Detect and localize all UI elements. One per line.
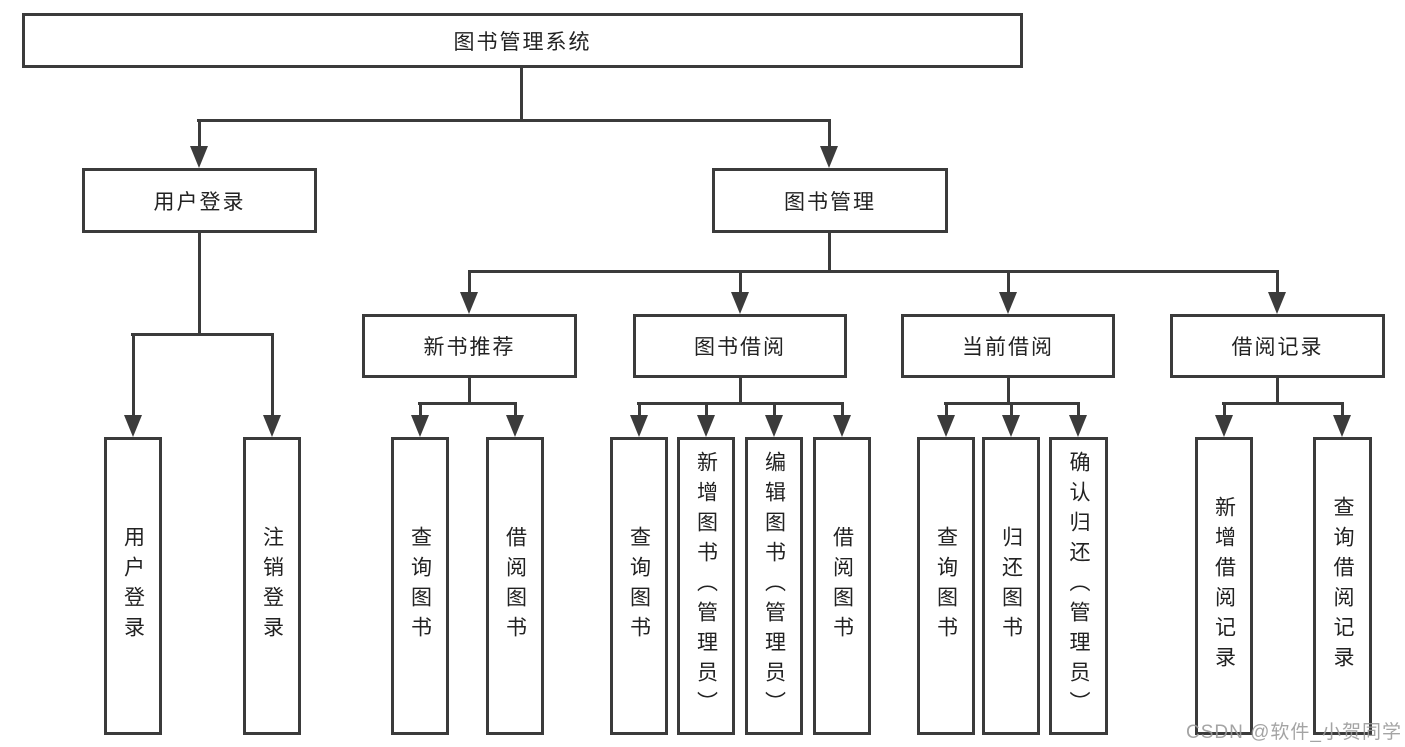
arrow-down-icon	[731, 292, 749, 314]
connector-line-vertical	[1009, 402, 1013, 419]
arrow-down-icon	[460, 292, 478, 314]
leaf-user-login: 用户登录	[104, 437, 162, 735]
connector-line-vertical	[772, 402, 776, 419]
node-book-borrowing: 图书借阅	[633, 314, 847, 378]
connector-line-vertical	[1275, 378, 1279, 405]
node-label: 图书借阅	[694, 336, 786, 359]
arrow-down-icon	[820, 146, 838, 168]
node-label: 图书管理系统	[453, 30, 592, 54]
arrow-down-icon	[999, 292, 1017, 314]
node-library-management-system: 图书管理系统	[22, 13, 1023, 68]
arrow-down-icon	[1002, 415, 1020, 437]
connector-line-vertical	[197, 119, 201, 151]
arrow-down-icon	[1069, 415, 1087, 437]
leaf-query-book-current: 查询图书	[917, 437, 975, 735]
leaf-add-book-admin: 新增图书（管理员）	[677, 437, 735, 735]
arrow-down-icon	[263, 415, 281, 437]
connector-line-horizontal	[944, 402, 1080, 405]
leaf-edit-book-admin: 编辑图书（管理员）	[745, 437, 803, 735]
node-label: 图书管理	[784, 190, 876, 214]
connector-line-vertical	[738, 378, 742, 405]
node-borrow-records: 借阅记录	[1170, 314, 1385, 378]
leaf-return-book: 归还图书	[982, 437, 1040, 735]
connector-line-vertical	[1275, 270, 1279, 298]
arrow-down-icon	[124, 415, 142, 437]
connector-line-horizontal	[468, 270, 1279, 273]
node-label: 确认归还（管理员）	[1067, 451, 1090, 721]
arrow-down-icon	[1333, 415, 1351, 437]
node-label: 注销登录	[260, 526, 284, 646]
arrow-down-icon	[937, 415, 955, 437]
connector-line-horizontal	[131, 333, 274, 336]
leaf-borrow-book-recommend: 借阅图书	[486, 437, 544, 735]
arrow-down-icon	[411, 415, 429, 437]
arrow-down-icon	[1215, 415, 1233, 437]
connector-line-horizontal	[197, 119, 831, 122]
node-label: 查询图书	[627, 526, 651, 646]
connector-line-vertical	[467, 378, 471, 405]
node-label: 查询借阅记录	[1331, 496, 1354, 676]
connector-line-vertical	[418, 402, 422, 419]
arrow-down-icon	[1268, 292, 1286, 314]
leaf-logout: 注销登录	[243, 437, 301, 735]
connector-line-vertical	[270, 333, 274, 419]
node-new-book-recommend: 新书推荐	[362, 314, 577, 378]
leaf-borrow-book-borrowing: 借阅图书	[813, 437, 871, 735]
node-label: 借阅图书	[830, 526, 854, 646]
node-label: 借阅记录	[1231, 336, 1324, 359]
node-label: 查询图书	[934, 526, 958, 646]
node-label: 新书推荐	[423, 336, 516, 359]
arrow-down-icon	[833, 415, 851, 437]
node-label: 新增借阅记录	[1212, 496, 1236, 676]
connector-line-horizontal	[418, 402, 517, 405]
node-book-management: 图书管理	[712, 168, 948, 233]
connector-line-vertical	[467, 270, 471, 298]
connector-line-vertical	[131, 333, 135, 419]
connector-line-vertical	[704, 402, 708, 419]
connector-line-horizontal	[637, 402, 844, 405]
leaf-add-borrow-record: 新增借阅记录	[1195, 437, 1253, 735]
connector-line-vertical	[738, 270, 742, 298]
arrow-down-icon	[190, 146, 208, 168]
node-current-borrowing: 当前借阅	[901, 314, 1115, 378]
leaf-query-book-recommend: 查询图书	[391, 437, 449, 735]
connector-line-vertical	[1006, 378, 1010, 405]
connector-line-vertical	[513, 402, 517, 419]
connector-line-vertical	[827, 233, 831, 273]
connector-line-horizontal	[1222, 402, 1344, 405]
connector-line-vertical	[519, 66, 523, 122]
csdn-watermark: CSDN @软件_小贺同学	[1186, 722, 1402, 743]
arrow-down-icon	[697, 415, 715, 437]
arrow-down-icon	[506, 415, 524, 437]
connector-line-vertical	[1006, 270, 1010, 298]
connector-line-vertical	[840, 402, 844, 419]
node-label: 编辑图书（管理员）	[762, 451, 786, 721]
connector-line-vertical	[1222, 402, 1226, 419]
connector-line-vertical	[944, 402, 948, 419]
leaf-query-borrow-record: 查询借阅记录	[1313, 437, 1372, 735]
node-user-login: 用户登录	[82, 168, 317, 233]
node-label: 用户登录	[121, 526, 145, 646]
connector-line-vertical	[827, 119, 831, 151]
node-label: 新增图书（管理员）	[694, 451, 718, 721]
node-label: 归还图书	[999, 526, 1023, 646]
node-label: 借阅图书	[503, 526, 527, 646]
node-label: 当前借阅	[962, 336, 1054, 359]
connector-line-vertical	[1076, 402, 1080, 419]
leaf-confirm-return-admin: 确认归还（管理员）	[1049, 437, 1108, 735]
node-label: 用户登录	[153, 190, 246, 214]
connector-line-vertical	[1340, 402, 1344, 419]
arrow-down-icon	[630, 415, 648, 437]
node-label: 查询图书	[408, 526, 432, 646]
connector-line-vertical	[197, 233, 201, 336]
leaf-query-book-borrowing: 查询图书	[610, 437, 668, 735]
connector-line-vertical	[637, 402, 641, 419]
arrow-down-icon	[765, 415, 783, 437]
